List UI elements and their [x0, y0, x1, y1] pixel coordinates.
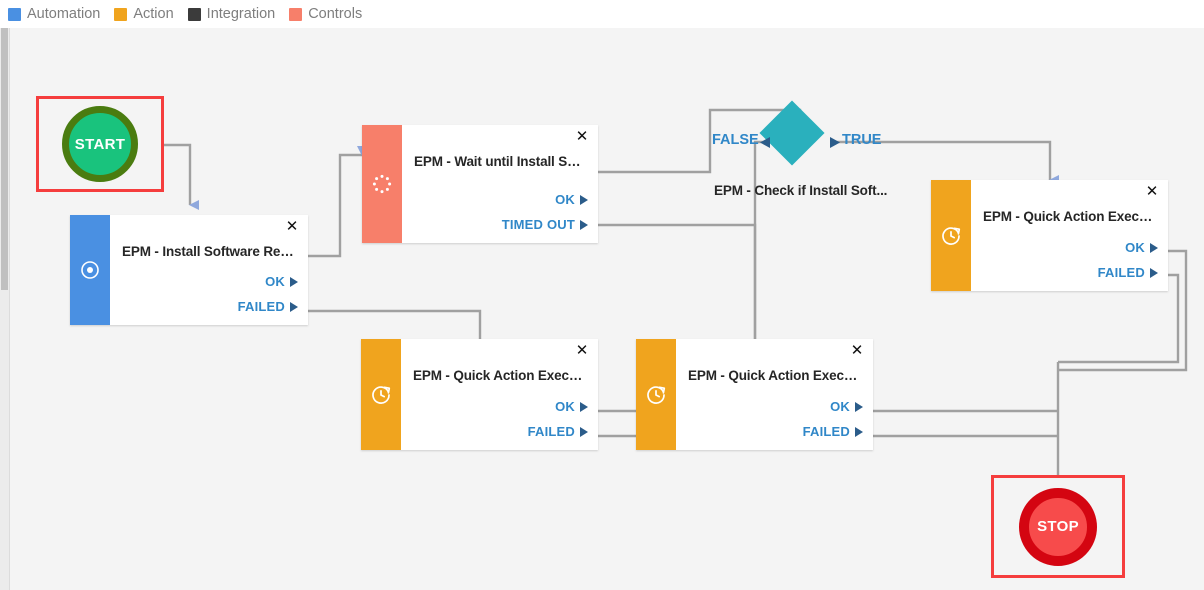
node-title: EPM - Quick Action Executi... [413, 368, 588, 383]
port-arrow-icon [290, 301, 298, 312]
port-failed[interactable]: FAILED [803, 419, 863, 444]
port-label: FAILED [802, 424, 850, 439]
decision-diamond-icon[interactable] [759, 100, 825, 166]
node-ports: OK FAILED [413, 394, 588, 444]
port-ok[interactable]: OK [1125, 235, 1158, 260]
node-category-bar [362, 125, 402, 243]
spinner-icon [372, 174, 392, 194]
target-dot-icon [81, 261, 99, 279]
edge-wait-timedout-to-qa-bottom-mid [598, 223, 764, 349]
node-category-bar [361, 339, 401, 450]
branch-label-true[interactable]: TRUE [842, 132, 882, 148]
port-ok[interactable]: OK [555, 394, 588, 419]
port-label: FAILED [1097, 265, 1145, 280]
port-arrow-icon [580, 426, 588, 437]
clock-refresh-icon [372, 385, 391, 404]
close-icon[interactable]: ✕ [575, 342, 589, 359]
port-arrow-icon [580, 219, 588, 230]
node-quick-action-bottom-mid[interactable]: ✕ EPM - Quick Action Executi... OK FAILE… [636, 339, 873, 450]
legend-label: Controls [308, 6, 363, 22]
node-body: ✕ EPM - Wait until Install Soft... OK TI… [402, 125, 598, 243]
close-icon[interactable]: ✕ [575, 128, 589, 145]
node-check-if-decision[interactable] [759, 100, 825, 166]
port-label: OK [1125, 240, 1145, 255]
port-failed[interactable]: FAILED [528, 419, 588, 444]
branch-label-false[interactable]: FALSE [712, 132, 759, 148]
port-arrow-icon [855, 401, 863, 412]
node-body: ✕ EPM - Quick Action Executi... OK FAILE… [401, 339, 598, 450]
port-ok[interactable]: OK [830, 394, 863, 419]
legend-item-automation[interactable]: Automation [8, 6, 100, 22]
stop-node[interactable]: STOP [991, 475, 1125, 578]
legend-bar: Automation Action Integration Controls [0, 0, 1204, 28]
node-quick-action-bottom-left[interactable]: ✕ EPM - Quick Action Executi... OK FAILE… [361, 339, 598, 450]
node-category-bar [70, 215, 110, 325]
port-arrow-icon [855, 426, 863, 437]
legend-item-integration[interactable]: Integration [187, 6, 276, 22]
stop-circle[interactable]: STOP [1019, 487, 1097, 566]
start-label: START [74, 135, 126, 153]
square-swatch-icon [289, 7, 303, 21]
port-label: TIMED OUT [501, 217, 575, 232]
node-title: EPM - Quick Action Executi... [983, 209, 1158, 224]
port-arrow-icon [290, 276, 298, 287]
node-ports: OK FAILED [983, 235, 1158, 285]
port-arrow-icon [580, 401, 588, 412]
port-label: OK [830, 399, 850, 414]
decision-true-port-arrow-icon[interactable] [828, 136, 842, 150]
legend-label: Automation [27, 6, 101, 22]
square-swatch-icon [187, 7, 201, 21]
node-quick-action-right[interactable]: ✕ EPM - Quick Action Executi... OK FAILE… [931, 180, 1168, 291]
edge-install-ok-to-wait [308, 146, 367, 258]
legend-label: Action [133, 6, 174, 22]
port-label: FAILED [527, 424, 575, 439]
clock-refresh-icon [647, 385, 666, 404]
port-label: OK [265, 274, 285, 289]
legend-label: Integration [206, 6, 276, 22]
node-wait-until[interactable]: ✕ EPM - Wait until Install Soft... OK TI… [362, 125, 598, 243]
clock-refresh-icon [942, 226, 961, 245]
edge-check-false-to-qa-bottom-mid [753, 140, 772, 344]
port-arrow-icon [580, 194, 588, 205]
node-ports: OK TIMED OUT [414, 187, 588, 237]
node-category-bar [636, 339, 676, 450]
port-label: OK [555, 192, 575, 207]
node-category-bar [931, 180, 971, 291]
legend-item-action[interactable]: Action [114, 6, 174, 22]
square-swatch-icon [8, 7, 21, 21]
close-icon[interactable]: ✕ [850, 342, 864, 359]
port-timed-out[interactable]: TIMED OUT [502, 212, 588, 237]
node-body: ✕ EPM - Quick Action Executi... OK FAILE… [971, 180, 1168, 291]
port-label: FAILED [237, 299, 285, 314]
port-ok[interactable]: OK [265, 269, 298, 294]
close-icon[interactable]: ✕ [1145, 183, 1159, 200]
port-label: OK [555, 399, 575, 414]
port-arrow-icon [1150, 267, 1158, 278]
start-circle[interactable]: START [62, 106, 138, 182]
stop-label: STOP [1037, 518, 1079, 535]
decision-title: EPM - Check if Install Soft... [714, 183, 888, 198]
node-title: EPM - Quick Action Executi... [688, 368, 863, 383]
port-ok[interactable]: OK [555, 187, 588, 212]
workflow-canvas[interactable]: START ✕ EPM - Install Software Req... OK [0, 28, 1204, 590]
vertical-scrollbar-thumb[interactable] [1, 28, 8, 290]
node-ports: OK FAILED [122, 269, 298, 319]
square-swatch-icon [114, 7, 128, 21]
decision-false-port-arrow-icon[interactable] [758, 136, 772, 150]
start-node[interactable]: START [36, 96, 164, 192]
node-title: EPM - Install Software Req... [122, 244, 298, 259]
node-body: ✕ EPM - Install Software Req... OK FAILE… [110, 215, 308, 325]
port-failed[interactable]: FAILED [238, 294, 298, 319]
legend-item-controls[interactable]: Controls [289, 6, 362, 22]
node-ports: OK FAILED [688, 394, 863, 444]
port-arrow-icon [1150, 242, 1158, 253]
port-failed[interactable]: FAILED [1098, 260, 1158, 285]
close-icon[interactable]: ✕ [285, 218, 299, 235]
node-body: ✕ EPM - Quick Action Executi... OK FAILE… [676, 339, 873, 450]
node-install-software[interactable]: ✕ EPM - Install Software Req... OK FAILE… [70, 215, 308, 325]
vertical-scrollbar[interactable] [0, 28, 10, 590]
node-title: EPM - Wait until Install Soft... [414, 154, 588, 169]
